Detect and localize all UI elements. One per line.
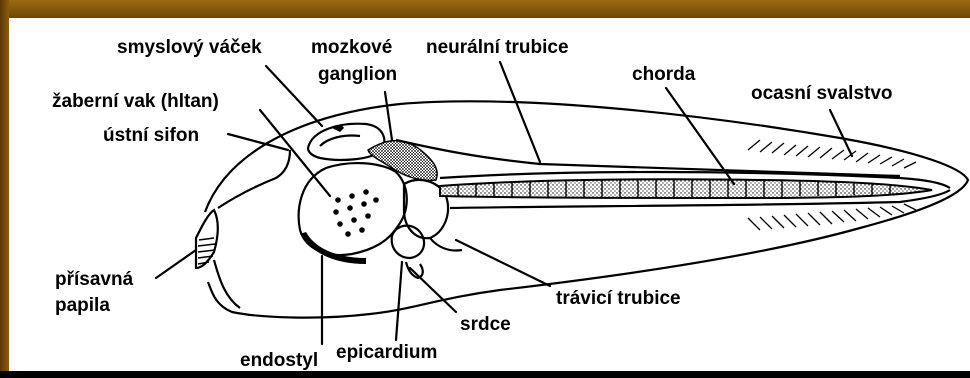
label-ganglion: ganglion: [318, 64, 397, 85]
leader-neuralni-trubice: [500, 62, 540, 162]
label-ustni-sifon: ústní sifon: [103, 125, 199, 146]
label-smyslovy-vacek: smyslový váček: [117, 37, 262, 58]
label-epicardium: epicardium: [336, 342, 437, 363]
leader-smyslovy-vacek: [266, 66, 322, 126]
leader-epicardium: [396, 262, 402, 340]
label-endostyl: endostyl: [240, 350, 318, 371]
leader-travici-trubice: [456, 240, 550, 286]
label-papila: papila: [55, 295, 110, 316]
label-prisavna: přísavná: [55, 269, 134, 290]
label-mozkove: mozkové: [311, 37, 392, 58]
label-chorda: chorda: [632, 64, 696, 85]
sensory-vesicle-inner: [320, 135, 360, 146]
leader-prisavna-papila: [156, 250, 196, 278]
heart-blob: [392, 226, 424, 258]
notochord: [440, 179, 932, 198]
oral-siphon-wall: [218, 150, 290, 208]
leader-lines: [156, 62, 852, 344]
label-travici-trubice: trávicí trubice: [556, 288, 681, 309]
label-srdce: srdce: [460, 314, 511, 335]
leader-ocasni-svalstvo: [830, 110, 852, 156]
papilla-stripes: [198, 238, 215, 264]
label-neuralni-trubice: neurální trubice: [426, 37, 569, 58]
endostyl-band: [300, 232, 366, 264]
gill-slits: [333, 189, 379, 237]
label-ocasni-svalstvo: ocasní svalstvo: [751, 83, 893, 104]
label-zaberni-vak: žaberní vak (hltan): [52, 91, 219, 112]
neural-tube: [396, 140, 900, 176]
epicardium-tube: [406, 262, 423, 278]
leader-mozkove-ganglion: [385, 92, 392, 140]
